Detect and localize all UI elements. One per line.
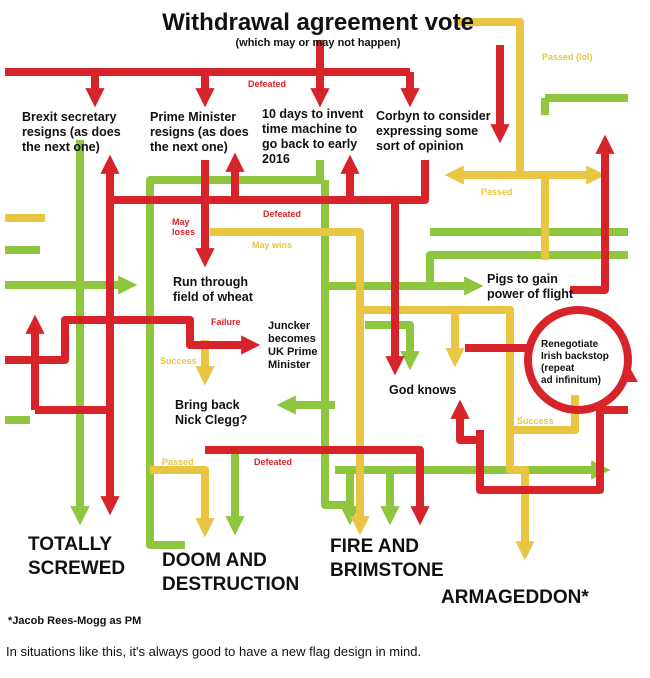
footnote: *Jacob Rees-Mogg as PM [8,615,141,627]
label-passed-right: Passed [481,187,513,197]
node-god-knows: God knows [389,383,456,397]
label-success-right: Success [517,416,554,426]
node-corbyn: Corbyn to consider expressing some sort … [376,109,494,153]
red-paths [5,40,628,526]
loop-arrowhead [622,368,638,382]
node-juncker: Juncker becomes UK Prime Minister [268,320,321,371]
node-time-machine: 10 days to invent time machine to go bac… [262,107,367,166]
label-may-loses: May loses [172,217,195,237]
renegotiate-loop-ring [524,306,632,414]
outcome-fire: FIRE AND BRIMSTONE [330,536,444,581]
node-renegotiate: Renegotiate Irish backstop (repeat ad in… [541,339,612,386]
label-defeated-bottom: Defeated [254,457,292,467]
node-brexit-secretary: Brexit secretary resigns (as does the ne… [22,110,124,154]
label-passed-bottom: Passed [162,457,194,467]
node-pigs: Pigs to gain power of flight [487,272,574,301]
caption-text: In situations like this, it's always goo… [6,644,422,659]
node-prime-minister: Prime Minister resigns (as does the next… [150,110,252,154]
label-defeated-top: Defeated [248,79,286,89]
label-may-wins: May wins [252,240,292,250]
label-defeated-mid: Defeated [263,209,301,219]
label-passed-lol: Passed (lol) [542,52,593,62]
page-subtitle: (which may or may not happen) [235,37,400,49]
node-wheat: Run through field of wheat [173,275,254,304]
outcome-armageddon: ARMAGEDDON* [441,587,589,608]
page-title: Withdrawal agreement vote [162,9,474,36]
label-success-left: Success [160,356,197,366]
yellow-paths [5,18,606,561]
outcome-totally-screwed: TOTALLY SCREWED [28,534,125,579]
node-clegg: Bring back Nick Clegg? [175,398,247,427]
outcome-doom: DOOM AND DESTRUCTION [162,550,299,595]
label-failure: Failure [211,317,241,327]
